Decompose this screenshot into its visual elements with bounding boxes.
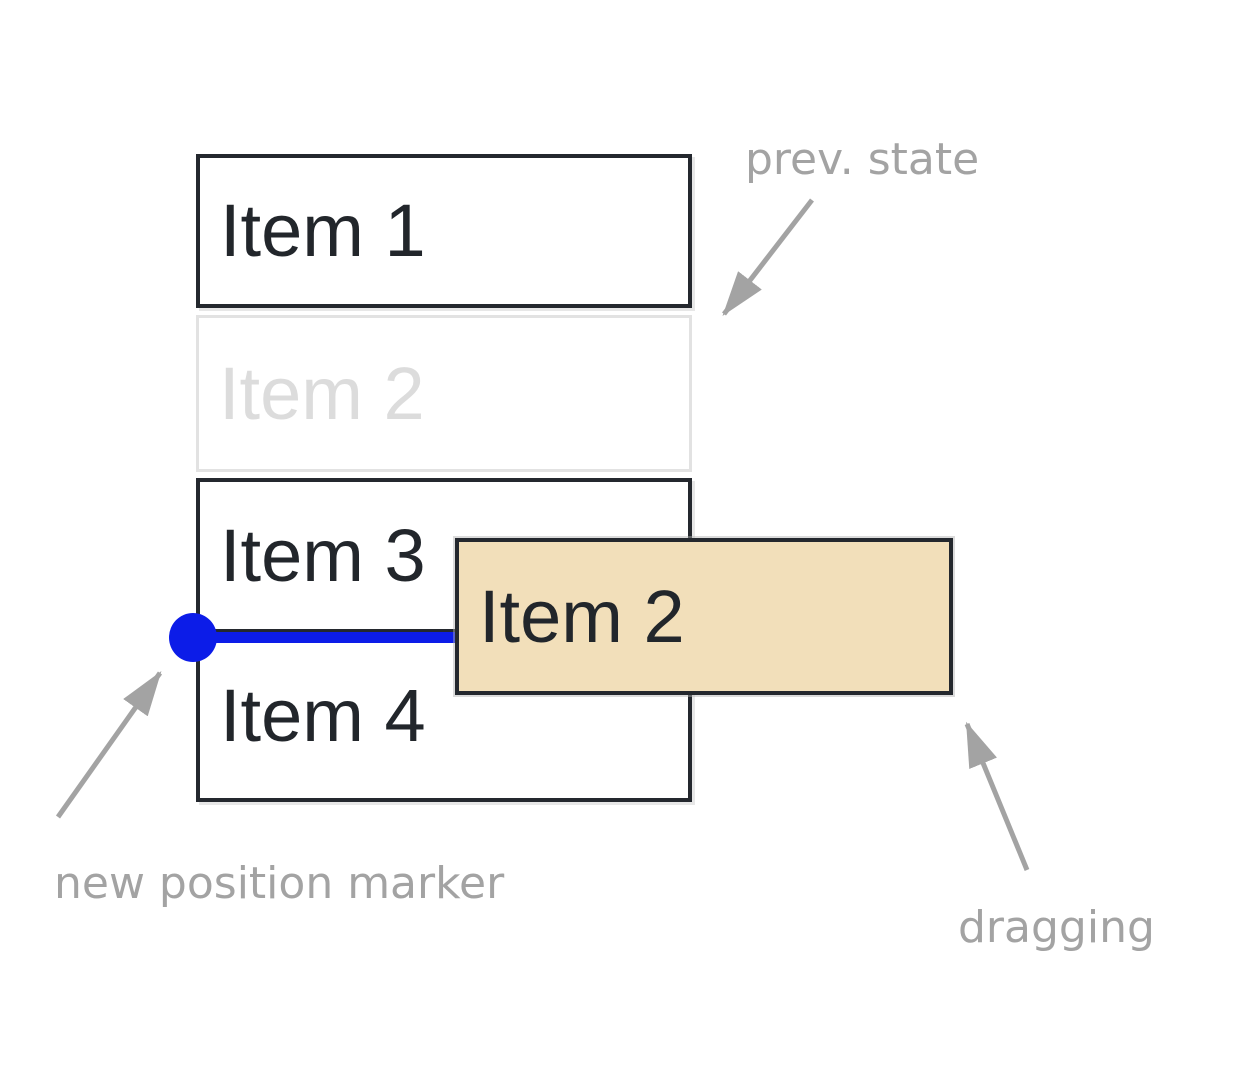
dragged-item-2[interactable]: Item 2 bbox=[455, 538, 953, 695]
insertion-marker-line bbox=[196, 632, 455, 643]
dragging-arrow bbox=[964, 721, 1030, 871]
list-item-1[interactable]: Item 1 bbox=[196, 154, 692, 308]
annotation-new-position-marker: new position marker bbox=[54, 858, 505, 909]
new-position-arrow bbox=[55, 670, 163, 819]
prev-state-arrow bbox=[722, 198, 814, 316]
dragged-item-2-label: Item 2 bbox=[479, 574, 685, 658]
list-item-3-label: Item 3 bbox=[220, 513, 426, 597]
annotation-prev-state: prev. state bbox=[745, 134, 980, 185]
annotation-dragging: dragging bbox=[958, 902, 1155, 953]
list-item-4-label: Item 4 bbox=[220, 673, 426, 757]
list-item-2-ghost-label: Item 2 bbox=[219, 351, 425, 435]
insertion-marker-dot bbox=[169, 613, 217, 662]
list-item-1-label: Item 1 bbox=[220, 189, 426, 272]
list-item-2-ghost: Item 2 bbox=[196, 315, 692, 472]
